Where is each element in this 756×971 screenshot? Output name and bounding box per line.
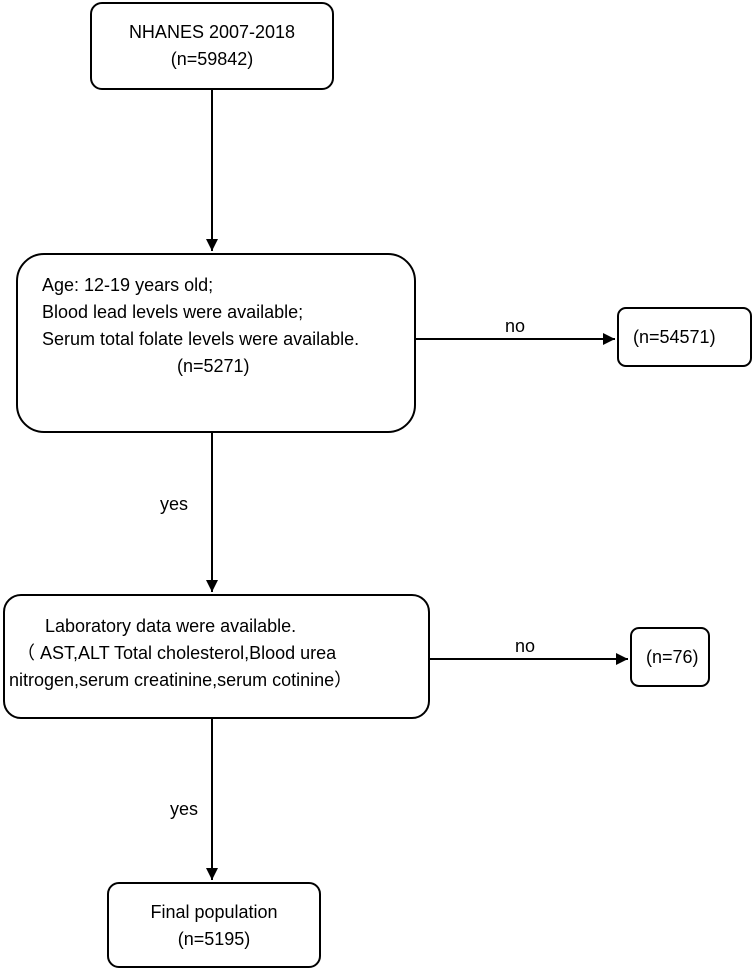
final-count: (n=5195): [177, 929, 251, 949]
exclusion1-count: (n=54571): [633, 327, 716, 347]
box-inclusion-criteria: Age: 12-19 years old; Blood lead levels …: [16, 253, 416, 433]
edge-label-no-1: no: [505, 316, 526, 336]
criteria-age: Age: 12-19 years old;: [42, 275, 214, 295]
box-nhanes-source: NHANES 2007-2018 (n=59842): [90, 2, 334, 90]
box-exclusion-1: (n=54571): [617, 307, 752, 367]
edge-label-yes-2: yes: [170, 799, 199, 819]
edge-label-no-2: no: [515, 636, 536, 656]
start-count: (n=59842): [170, 49, 254, 69]
box-final-population: Final population (n=5195): [107, 882, 321, 968]
laboratory-title: Laboratory data were available.: [45, 616, 297, 636]
criteria-count: (n=5271): [177, 356, 250, 376]
box-exclusion-2: (n=76): [630, 627, 710, 687]
exclusion2-count: (n=76): [646, 647, 699, 667]
final-title: Final population: [150, 902, 278, 922]
laboratory-list-line2: nitrogen,serum creatinine,serum cotinine…: [9, 670, 353, 690]
box-laboratory-data: Laboratory data were available. （ AST,AL…: [3, 594, 430, 719]
laboratory-list-line1: （ AST,ALT Total cholesterol,Blood urea: [17, 643, 337, 663]
criteria-folate: Serum total folate levels were available…: [42, 329, 360, 349]
start-title: NHANES 2007-2018: [128, 22, 296, 42]
criteria-blood-lead: Blood lead levels were available;: [42, 302, 304, 322]
edge-label-yes-1: yes: [160, 494, 189, 514]
